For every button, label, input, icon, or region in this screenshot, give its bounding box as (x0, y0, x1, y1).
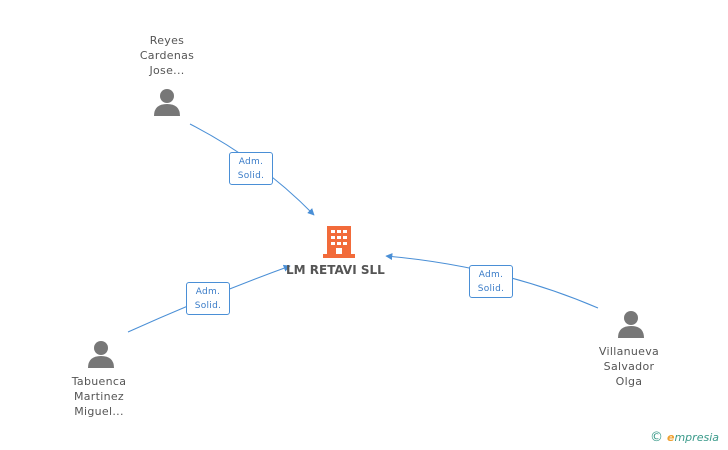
person-name-reyes[interactable]: Reyes Cardenas Jose... (117, 33, 217, 78)
person-name-line: Reyes (149, 34, 185, 47)
role-box: Adm. Solid. (469, 265, 513, 298)
person-name-line: Martinez (73, 390, 125, 403)
person-name-line: Miguel... (74, 405, 124, 418)
role-label: Solid. (477, 284, 505, 294)
person-icon[interactable] (154, 89, 180, 116)
person-name-line: Cardenas (139, 49, 195, 62)
person-name-line: Villanueva (598, 345, 660, 358)
role-label: Adm. (238, 157, 264, 167)
person-name-villanueva[interactable]: Villanueva Salvador Olga (579, 344, 679, 389)
role-label: Solid. (237, 171, 265, 181)
copyright-symbol: © (650, 430, 663, 445)
person-name-line: Salvador (603, 360, 655, 373)
role-box: Adm. Solid. (186, 282, 230, 315)
person-icon[interactable] (618, 311, 644, 338)
building-icon[interactable] (323, 226, 355, 258)
person-name-line: Jose... (149, 64, 185, 77)
person-name-tabuenca[interactable]: Tabuenca Martinez Miguel... (49, 374, 149, 419)
role-box: Adm. Solid. (229, 152, 273, 185)
role-label: Adm. (195, 287, 221, 297)
brand-initial: e (667, 431, 675, 444)
brand-name: mpresia (674, 431, 719, 444)
role-label: Adm. (478, 270, 504, 280)
person-name-line: Olga (615, 375, 643, 388)
person-icon[interactable] (88, 341, 114, 368)
company-name[interactable]: LM RETAVI SLL (286, 263, 385, 277)
person-name-line: Tabuenca (71, 375, 127, 388)
brand-logo: © empresia (650, 430, 719, 445)
role-label: Solid. (194, 301, 222, 311)
